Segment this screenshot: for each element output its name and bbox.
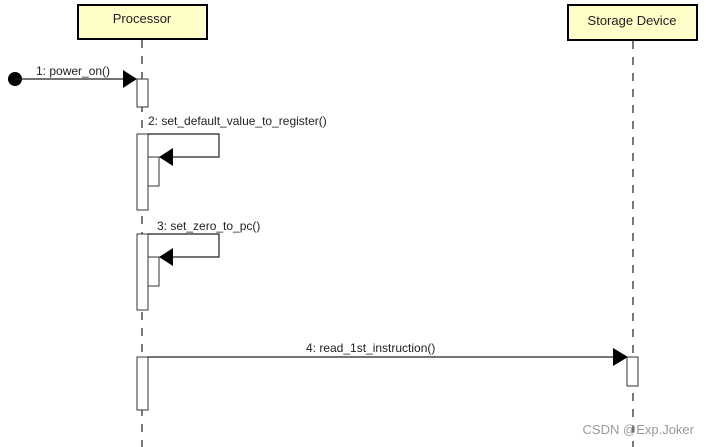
storage-device-activation-1 xyxy=(626,356,639,387)
filled-arrowhead-icon xyxy=(613,348,628,366)
message-2-label: 2: set_default_value_to_register() xyxy=(148,114,327,128)
message-2-set-default-value-to-register[interactable]: 2: set_default_value_to_register() xyxy=(148,114,327,166)
processor-title: Processor xyxy=(113,11,172,26)
filled-arrowhead-icon xyxy=(159,248,173,266)
processor-nested-activation-3 xyxy=(147,256,160,287)
lifeline-processor: Processor xyxy=(77,4,208,447)
message-2-self-line xyxy=(148,133,220,158)
filled-arrowhead-icon xyxy=(159,148,173,166)
processor-nested-activation-2 xyxy=(147,156,160,187)
message-1-power-on[interactable]: 1: power_on() xyxy=(8,64,137,88)
message-1-label: 1: power_on() xyxy=(36,64,110,78)
storage-device-title: Storage Device xyxy=(588,13,677,28)
processor-activation-3 xyxy=(136,233,149,311)
processor-activation-1 xyxy=(136,78,149,108)
message-4-label: 4: read_1st_instruction() xyxy=(306,341,435,355)
processor-header-box[interactable] xyxy=(77,4,208,40)
watermark: CSDN @Exp.Joker xyxy=(583,422,695,437)
message-3-set-zero-to-pc[interactable]: 3: set_zero_to_pc() xyxy=(148,219,260,266)
message-3-self-line xyxy=(148,233,220,258)
processor-activation-2 xyxy=(136,133,149,211)
storage-device-header-box[interactable] xyxy=(567,4,698,41)
message-4-read-1st-instruction[interactable]: 4: read_1st_instruction() xyxy=(148,341,628,366)
message-3-label: 3: set_zero_to_pc() xyxy=(157,219,260,233)
filled-arrowhead-icon xyxy=(123,70,137,88)
processor-activation-4 xyxy=(136,356,149,411)
